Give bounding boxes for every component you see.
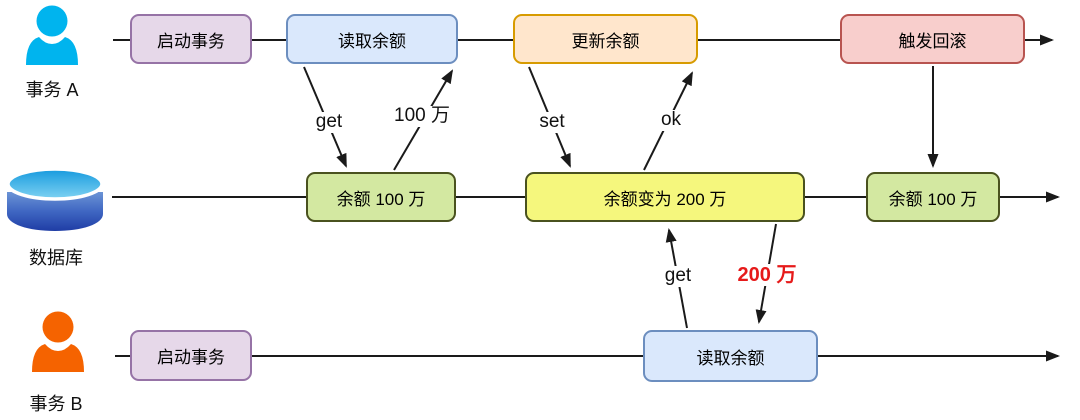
person-b-icon (32, 311, 84, 372)
node-a-start-transaction: 启动事务 (130, 14, 252, 64)
database-icon (6, 167, 104, 231)
edge-label-a-result-100: 100 万 (370, 105, 474, 127)
node-a-update-balance: 更新余额 (513, 14, 698, 64)
person-a-icon (26, 5, 78, 65)
node-db-balance-100-restored: 余额 100 万 (866, 172, 1000, 222)
edge-label-b-result-200: 200 万 (715, 264, 819, 286)
lane-b-label: 事务 B (29, 394, 83, 414)
edge-label-b-get: get (651, 265, 705, 287)
node-b-read-balance: 读取余额 (643, 330, 818, 382)
lane-a-label: 事务 A (25, 80, 79, 100)
node-a-read-balance: 读取余额 (286, 14, 458, 64)
lane-db-label: 数据库 (29, 248, 83, 268)
edge-label-a-ok: ok (644, 109, 698, 131)
node-b-start-transaction: 启动事务 (130, 330, 252, 381)
edge-label-a-set: set (525, 111, 579, 133)
node-db-balance-100: 余额 100 万 (306, 172, 456, 222)
edge-label-a-get: get (302, 111, 356, 133)
node-a-trigger-rollback: 触发回滚 (840, 14, 1025, 64)
node-db-balance-becomes-200: 余额变为 200 万 (525, 172, 805, 222)
